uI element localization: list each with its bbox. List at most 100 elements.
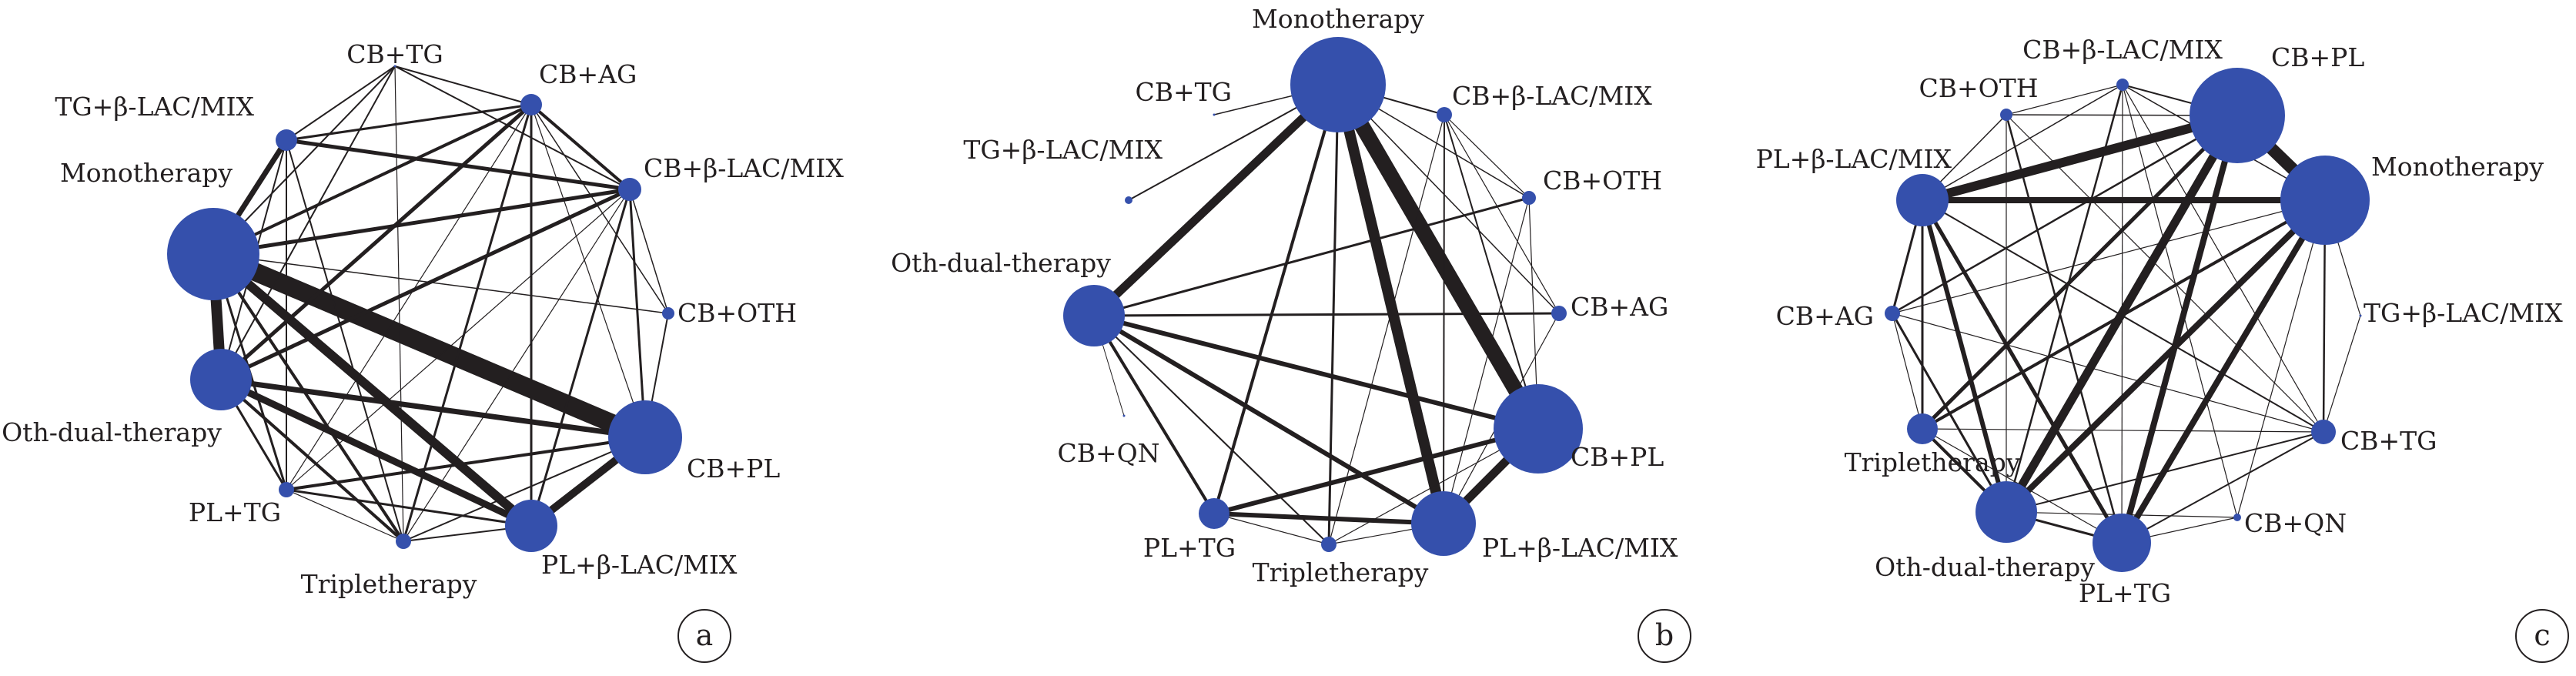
edge-c-CB+TG-Oth: [2006, 431, 2324, 513]
node-c-PL+TG: [2093, 514, 2151, 572]
node-a-Oth: [190, 349, 252, 410]
edge-b-Oth-Triple: [1093, 315, 1330, 545]
edge-b-CB+OTH-PL+b: [1443, 197, 1530, 524]
node-c-CB+QN: [2233, 514, 2241, 521]
edge-a-Mono-CB+AG: [212, 103, 532, 256]
node-c-CB+PL: [2190, 68, 2285, 163]
edge-a-Oth-CB+b: [219, 187, 631, 382]
edge-a-Oth-CB+PL: [220, 376, 646, 440]
node-label-b-Oth: Oth-dual-therapy: [891, 248, 1111, 278]
node-b-Mono: [1290, 37, 1386, 132]
edge-a-CB+TG-CB+AG: [394, 65, 532, 105]
node-label-c-Mono: Monotherapy: [2371, 152, 2544, 182]
node-c-Triple: [1907, 413, 1938, 444]
panel-badge-c: [2515, 609, 2569, 663]
edge-c-CB+QN-Mono: [2236, 199, 2326, 518]
edge-b-CB+b-CB+PL: [1444, 114, 1539, 430]
node-label-a-PL+TG: PL+TG: [189, 497, 281, 527]
node-b-Oth: [1063, 285, 1125, 346]
node-c-PL+b: [1896, 174, 1949, 226]
edge-a-Mono-Triple: [212, 253, 405, 543]
edge-b-CB+b-CB+AG: [1444, 114, 1560, 314]
edge-a-CB+TG-Oth: [220, 65, 396, 380]
node-label-b-PL+TG: PL+TG: [1143, 533, 1236, 563]
node-a-CB+b: [618, 178, 641, 201]
node-b-PL+b: [1411, 491, 1476, 556]
node-label-a-CB+TG: CB+TG: [346, 39, 443, 69]
edge-c-PL+b-CB+b: [1922, 84, 2123, 201]
edge-a-CB+AG-CB+OTH: [530, 104, 669, 314]
edge-a-CB+b-Triple: [403, 189, 631, 542]
edge-b-Oth-PL+TG: [1092, 314, 1216, 515]
edge-a-CB+b-CB+OTH: [629, 189, 669, 314]
edge-c-PL+b-CB+TG: [1922, 199, 2324, 433]
edge-c-CB+b-CB+QN: [2122, 84, 2238, 518]
edge-c-CB+PL-Triple: [1921, 114, 2239, 430]
node-label-c-TG+b: TG+β-LAC/MIX: [2364, 298, 2563, 328]
node-label-b-CB+QN: CB+QN: [1057, 438, 1159, 468]
node-label-b-CB+PL: CB+PL: [1571, 442, 1664, 472]
edge-a-CB+AG-CB+PL: [530, 104, 646, 438]
edge-b-PL+TG-CB+PL: [1213, 427, 1539, 516]
edge-c-CB+OTH-CB+TG: [2006, 114, 2324, 433]
edge-a-CB+AG-TG+b: [286, 103, 532, 142]
edge-a-Oth-PL+b: [219, 376, 533, 530]
node-b-CB+PL: [1494, 384, 1583, 474]
edge-a-TG+b-CB+TG: [286, 65, 396, 141]
node-label-b-TG+b: TG+β-LAC/MIX: [963, 135, 1163, 165]
edge-a-CB+b-PL+b: [530, 189, 631, 527]
edge-c-CB+PL-PL+TG: [2119, 114, 2240, 544]
edge-a-CB+AG-Triple: [402, 104, 533, 542]
node-a-CB+AG: [520, 94, 542, 115]
node-label-c-CB+QN: CB+QN: [2244, 508, 2347, 538]
edge-a-PL+TG-PL+b: [286, 488, 532, 527]
edges-b: [1091, 80, 1560, 545]
edge-a-TG+b-CB+b: [286, 138, 631, 192]
node-label-b-Triple: Tripletherapy: [1253, 557, 1429, 587]
node-c-Mono: [2280, 156, 2370, 245]
edge-a-Mono-CB+PL: [209, 245, 649, 447]
node-b-TG+b: [1125, 196, 1132, 204]
node-a-Mono: [167, 208, 259, 300]
edge-a-CB+TG-Triple: [394, 65, 404, 542]
edge-c-CB+b-CB+TG: [2122, 84, 2324, 433]
node-label-a-TG+b: TG+β-LAC/MIX: [55, 92, 254, 122]
node-b-CB+OTH: [1522, 191, 1536, 205]
edge-b-CB+b-Triple: [1328, 114, 1445, 545]
edge-a-CB+AG-Oth: [219, 103, 533, 381]
edge-c-CB+b-Oth: [2005, 84, 2124, 513]
edge-c-CB+b-PL+TG: [2121, 84, 2123, 544]
edge-c-CB+AG-Triple: [1892, 313, 1923, 430]
node-label-c-Oth: Oth-dual-therapy: [1875, 552, 2095, 582]
edge-a-Mono-PL+b: [210, 250, 534, 530]
edge-b-Mono-PL+b: [1333, 83, 1449, 525]
edge-b-PL+TG-Triple: [1213, 513, 1330, 545]
node-label-b-CB+OTH: CB+OTH: [1543, 166, 1662, 196]
edge-c-CB+OTH-CB+b: [2006, 84, 2123, 115]
node-a-PL+b: [505, 500, 557, 552]
node-b-CB+b: [1437, 107, 1452, 122]
edge-c-Mono-Triple: [1922, 199, 2326, 430]
edge-c-TG+b-CB+TG: [2323, 315, 2361, 433]
edge-b-Mono-Triple: [1327, 84, 1340, 545]
node-label-b-Mono: Monotherapy: [1252, 4, 1424, 34]
edge-c-Triple-CB+TG: [1922, 428, 2324, 433]
node-label-b-CB+AG: CB+AG: [1571, 292, 1668, 322]
edge-b-Mono-PL+TG: [1213, 84, 1340, 514]
node-label-a-Triple: Tripletherapy: [301, 569, 477, 599]
edge-a-Mono-CB+OTH: [212, 253, 669, 314]
node-label-c-Triple: Tripletherapy: [1845, 447, 2021, 477]
node-label-a-CB+OTH: CB+OTH: [677, 298, 797, 328]
edge-b-Mono-CB+PL: [1331, 80, 1545, 433]
edge-a-CB+b-PL+TG: [286, 189, 631, 490]
node-a-CB+PL: [608, 400, 682, 474]
edge-a-Oth-Triple: [219, 378, 405, 543]
node-b-CB+QN: [1122, 414, 1126, 417]
edge-c-Oth-CB+AG: [1891, 313, 2008, 513]
node-b-PL+TG: [1199, 498, 1229, 529]
node-c-CB+OTH: [2000, 109, 2012, 121]
node-label-a-CB+AG: CB+AG: [539, 59, 637, 89]
edge-a-CB+AG-PL+TG: [286, 104, 532, 490]
